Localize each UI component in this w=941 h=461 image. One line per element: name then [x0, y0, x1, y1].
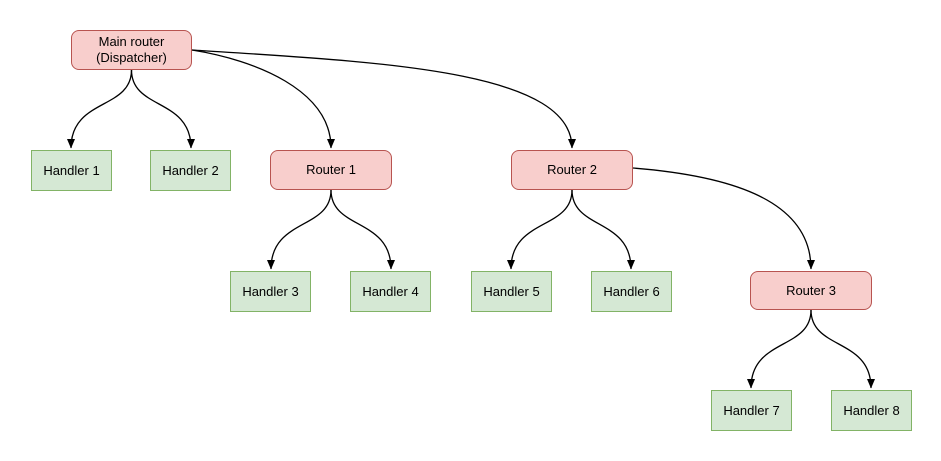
node-handler-7: Handler 7: [711, 390, 792, 431]
node-router-2: Router 2: [511, 150, 633, 190]
node-handler-2: Handler 2: [150, 150, 231, 191]
node-router-3: Router 3: [750, 271, 872, 310]
node-handler-1: Handler 1: [31, 150, 112, 191]
node-handler-4: Handler 4: [350, 271, 431, 312]
edge-router2-to-handler6: [571, 189, 635, 270]
node-handler-5: Handler 5: [471, 271, 552, 312]
node-handler-8: Handler 8: [831, 390, 912, 431]
edge-router2-to-router3: [632, 167, 815, 270]
edge-router1-to-handler4: [330, 189, 395, 270]
node-handler-6: Handler 6: [591, 271, 672, 312]
node-router-1: Router 1: [270, 150, 392, 190]
node-handler-3: Handler 3: [230, 271, 311, 312]
edge-main-to-router1: [191, 49, 335, 149]
edge-main-to-handler1: [67, 69, 133, 149]
edge-router2-to-handler5: [507, 189, 573, 270]
edge-router3-to-handler7: [747, 309, 812, 389]
edge-main-to-router2: [191, 49, 576, 149]
edge-router3-to-handler8: [810, 309, 875, 389]
edge-router1-to-handler3: [267, 189, 332, 270]
node-main-router: Main router (Dispatcher): [71, 30, 192, 70]
edge-main-to-handler2: [130, 69, 195, 149]
